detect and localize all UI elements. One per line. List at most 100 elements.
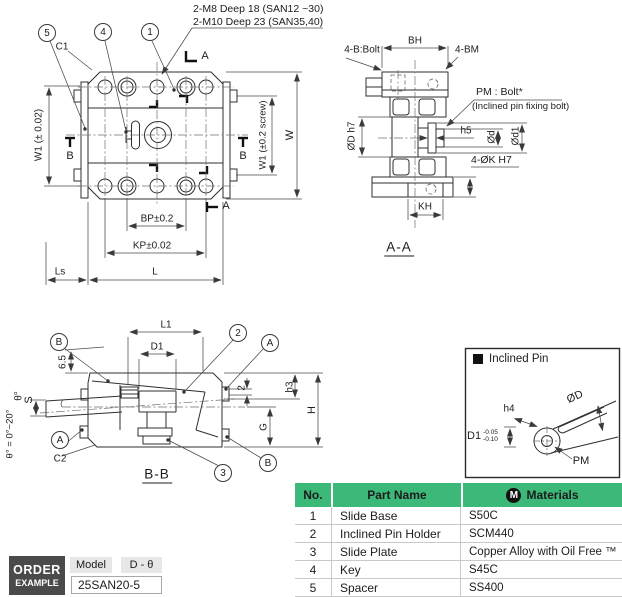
table-row: 2 Inclined Pin Holder SCM440: [295, 525, 622, 543]
theta-range-note: θ° = 0°~20°: [4, 409, 16, 459]
pin-dim-d1: D1-0.05-0.10: [467, 429, 498, 443]
table-row: 1 Slide Base S50C: [295, 507, 622, 525]
table-row: 5 Spacer SS400: [295, 579, 622, 597]
example-label: EXAMPLE: [15, 577, 59, 588]
section-a-top-label: A: [201, 50, 209, 62]
balloon-b-left: B: [50, 333, 68, 351]
dim-od-h7: ØD h7: [346, 121, 358, 151]
aa-k-holes-note: 4-ØK H7: [471, 154, 512, 166]
dim-h5: h5: [460, 125, 472, 137]
section-bb-centerlines: [39, 398, 245, 414]
cell-no: 3: [309, 544, 317, 559]
dim-kh: KH: [418, 201, 432, 213]
parts-materials-table: No. Part Name M Materials 1 Slide Base S…: [295, 483, 622, 597]
dim-bp: BP±0.2: [140, 213, 174, 225]
table-row: 4 Key S45C: [295, 561, 622, 579]
dim-od: Ød: [486, 130, 498, 144]
model-code-chip: D - θ: [121, 557, 162, 573]
dim-kp: KP±0.02: [132, 240, 172, 252]
table-row: 3 Slide Plate Copper Alloy with Oil Free…: [295, 543, 622, 561]
chamfer-c2-label: C2: [53, 453, 67, 465]
balloon-2: 2: [229, 324, 247, 342]
section-bb-title: B-B: [142, 466, 172, 484]
balloon-3: 3: [214, 464, 232, 482]
aa-bm-note: 4-BM: [455, 44, 479, 56]
cell-material: S50C: [460, 507, 620, 524]
pin-box-title-text: Inclined Pin: [489, 353, 549, 365]
pin-detail-box: [464, 347, 621, 479]
section-b-left-label: B: [66, 150, 74, 162]
cell-no: 4: [309, 562, 317, 577]
section-aa-dimensions: [345, 45, 562, 220]
dim-w1-left: W1 (± 0.02): [33, 108, 45, 162]
model-number-value: 25SAN20-5: [71, 576, 162, 594]
thread-note-line1: 2-M8 Deep 18 (SAN12 ~30): [193, 3, 324, 15]
table-header-row: No. Part Name M Materials: [295, 483, 622, 507]
aa-pm-bolt-note: PM : Bolt*: [476, 86, 523, 98]
pin-d1-text: D1: [467, 429, 482, 442]
pin-d1-tolerance: -0.05-0.10: [483, 429, 498, 443]
plan-view-outline: [73, 71, 238, 200]
dim-w1-right: W1 (±0.2 screw): [257, 100, 269, 170]
materials-header-text: Materials: [526, 488, 579, 502]
cell-part: Spacer: [331, 579, 460, 596]
dim-d1-bb: D1: [150, 341, 164, 353]
order-example-badge: ORDER EXAMPLE: [9, 556, 65, 595]
chamfer-c1-label: C1: [55, 41, 69, 53]
section-bb-leaders: [61, 338, 265, 467]
balloon-5: 5: [38, 24, 56, 42]
cell-part: Key: [331, 561, 460, 578]
balloon-a-left: A: [51, 431, 69, 449]
cell-no: 2: [309, 526, 317, 541]
dim-2: 2: [236, 385, 248, 391]
black-square-icon: [473, 354, 483, 364]
theta-label: θ°: [13, 391, 25, 401]
dim-od1: Ød1: [510, 126, 522, 146]
section-bb-outline: [45, 372, 230, 448]
dim-w: W: [284, 129, 296, 141]
cell-material: Copper Alloy with Oil Free ™: [460, 543, 620, 560]
balloon-b-right: B: [259, 454, 277, 472]
section-aa-title: A-A: [384, 239, 414, 257]
aa-bolt-note: 4-B:Bolt: [344, 44, 380, 56]
dim-ls: Ls: [54, 266, 66, 278]
thread-note-line2: 2-M10 Deep 23 (SAN35,40): [193, 16, 324, 28]
dim-h3: h3: [284, 381, 296, 393]
cell-part: Slide Base: [331, 507, 460, 524]
section-bb-leader-dots: [80, 379, 229, 442]
model-label-chip: Model: [70, 557, 112, 573]
pin-box-title: Inclined Pin: [473, 353, 548, 365]
plan-centerlines: [66, 62, 248, 205]
table-header-materials: M Materials: [460, 483, 622, 507]
cell-part: Slide Plate: [331, 543, 460, 560]
table-header-part-name: Part Name: [330, 483, 461, 507]
section-aa-outline: [365, 71, 454, 198]
order-label: ORDER: [13, 563, 61, 578]
cell-material: SCM440: [460, 525, 620, 542]
cell-material: SS400: [460, 579, 620, 596]
pin-dim-h4: h4: [503, 403, 515, 415]
dim-g: G: [258, 423, 270, 431]
cell-no: 5: [309, 580, 317, 595]
dim-l1: L1: [160, 319, 172, 331]
dim-s: S: [23, 396, 35, 404]
materials-m-icon: M: [506, 487, 522, 503]
cell-material: S45C: [460, 561, 620, 578]
balloon-1: 1: [141, 23, 159, 41]
dim-h: H: [306, 406, 318, 414]
balloon-a-right: A: [261, 334, 279, 352]
plan-section-markers: [65, 51, 248, 212]
plan-leader-dots: [83, 88, 176, 134]
section-aa-hidden-lines: [390, 74, 439, 195]
aa-pm-bolt-subnote: (Inclined pin fixing bolt): [472, 101, 570, 112]
section-b-right-label: B: [239, 150, 247, 162]
pin-pm-label: PM: [572, 455, 590, 467]
dim-6-5: 6.5: [57, 355, 69, 369]
dim-l: L: [152, 266, 158, 278]
plan-leaders: [49, 27, 323, 132]
section-aa-centerlines: [378, 60, 418, 228]
plan-dimensions: [44, 71, 302, 285]
dim-bh: BH: [408, 35, 422, 47]
section-a-bottom-label: A: [222, 200, 230, 212]
